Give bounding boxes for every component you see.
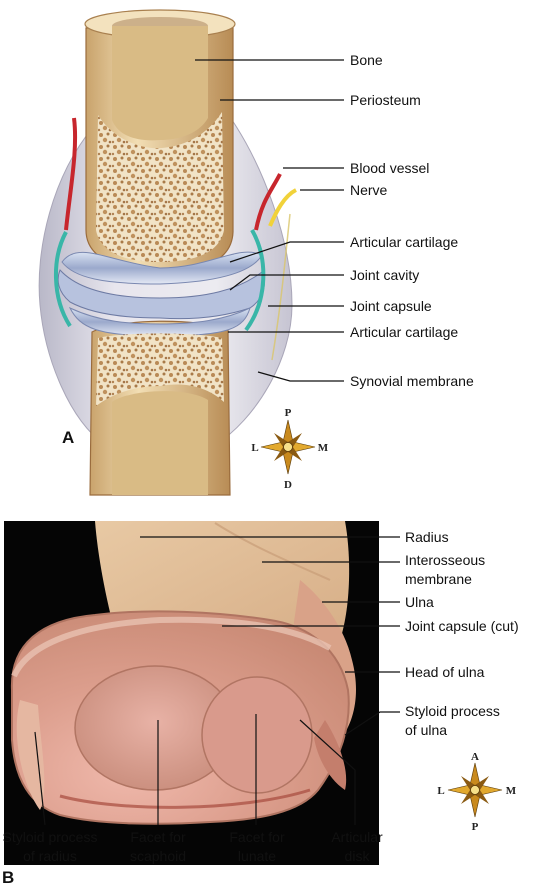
compass-a-top: P	[285, 407, 292, 419]
label-head-of-ulna: Head of ulna	[405, 664, 485, 680]
label-styloid-ulna-line2: of ulna	[405, 722, 448, 738]
wrist-photograph	[4, 521, 379, 865]
label-styloid-ulna-line1: Styloid process	[405, 703, 500, 719]
label-interosseous-line1: Interosseous	[405, 552, 486, 568]
nerve-shape	[268, 188, 298, 227]
label-synovial-membrane: Synovial membrane	[350, 373, 474, 389]
compass-a-left: L	[251, 442, 258, 454]
label-periosteum: Periosteum	[350, 92, 421, 108]
spongy-bone-upper	[96, 112, 224, 262]
label-facet-scaphoid-line1: Facet for	[130, 829, 186, 845]
compass-b-top: A	[471, 751, 479, 763]
label-articular-disk-line2: disk	[344, 848, 370, 864]
label-styloid-radius-line1: Styloid process	[2, 829, 98, 845]
spongy-bone-lower	[96, 333, 224, 406]
joint-illustration	[38, 9, 298, 496]
label-styloid-radius-line2: of radius	[23, 848, 77, 864]
label-nerve: Nerve	[350, 182, 388, 198]
label-joint-cavity: Joint cavity	[350, 267, 420, 283]
compass-a	[260, 419, 316, 475]
panel-a-letter: A	[62, 428, 75, 447]
label-interosseous-line2: membrane	[405, 571, 472, 587]
label-radius: Radius	[405, 529, 449, 545]
lunate-facet	[201, 676, 313, 794]
blood-vessel-shape	[64, 117, 78, 231]
label-articular-disk-line1: Articular	[331, 829, 383, 845]
compass-a-right: M	[318, 442, 329, 454]
label-bone: Bone	[350, 52, 383, 68]
label-articular-cartilage-lower: Articular cartilage	[350, 324, 459, 340]
compass-b	[447, 762, 503, 818]
compass-b-right: M	[506, 785, 517, 797]
label-joint-capsule-cut: Joint capsule (cut)	[405, 618, 519, 634]
label-articular-cartilage-upper: Articular cartilage	[350, 234, 459, 250]
label-ulna: Ulna	[405, 594, 434, 610]
label-facet-lunate-line2: lunate	[237, 848, 277, 864]
label-blood-vessel: Blood vessel	[350, 160, 430, 176]
label-facet-lunate-line1: Facet for	[229, 829, 285, 845]
panel-b-letter: B	[2, 868, 15, 887]
compass-a-bottom: D	[284, 479, 292, 491]
articular-cartilage-lower-shape	[68, 306, 251, 337]
panel-a-leader-lines	[195, 59, 344, 382]
panel-b-leader-lines	[34, 536, 400, 826]
label-facet-scaphoid-line2: scaphoid	[129, 848, 187, 864]
compass-b-bottom: P	[472, 821, 479, 833]
label-joint-capsule: Joint capsule	[350, 298, 432, 314]
compass-b-left: L	[437, 785, 444, 797]
